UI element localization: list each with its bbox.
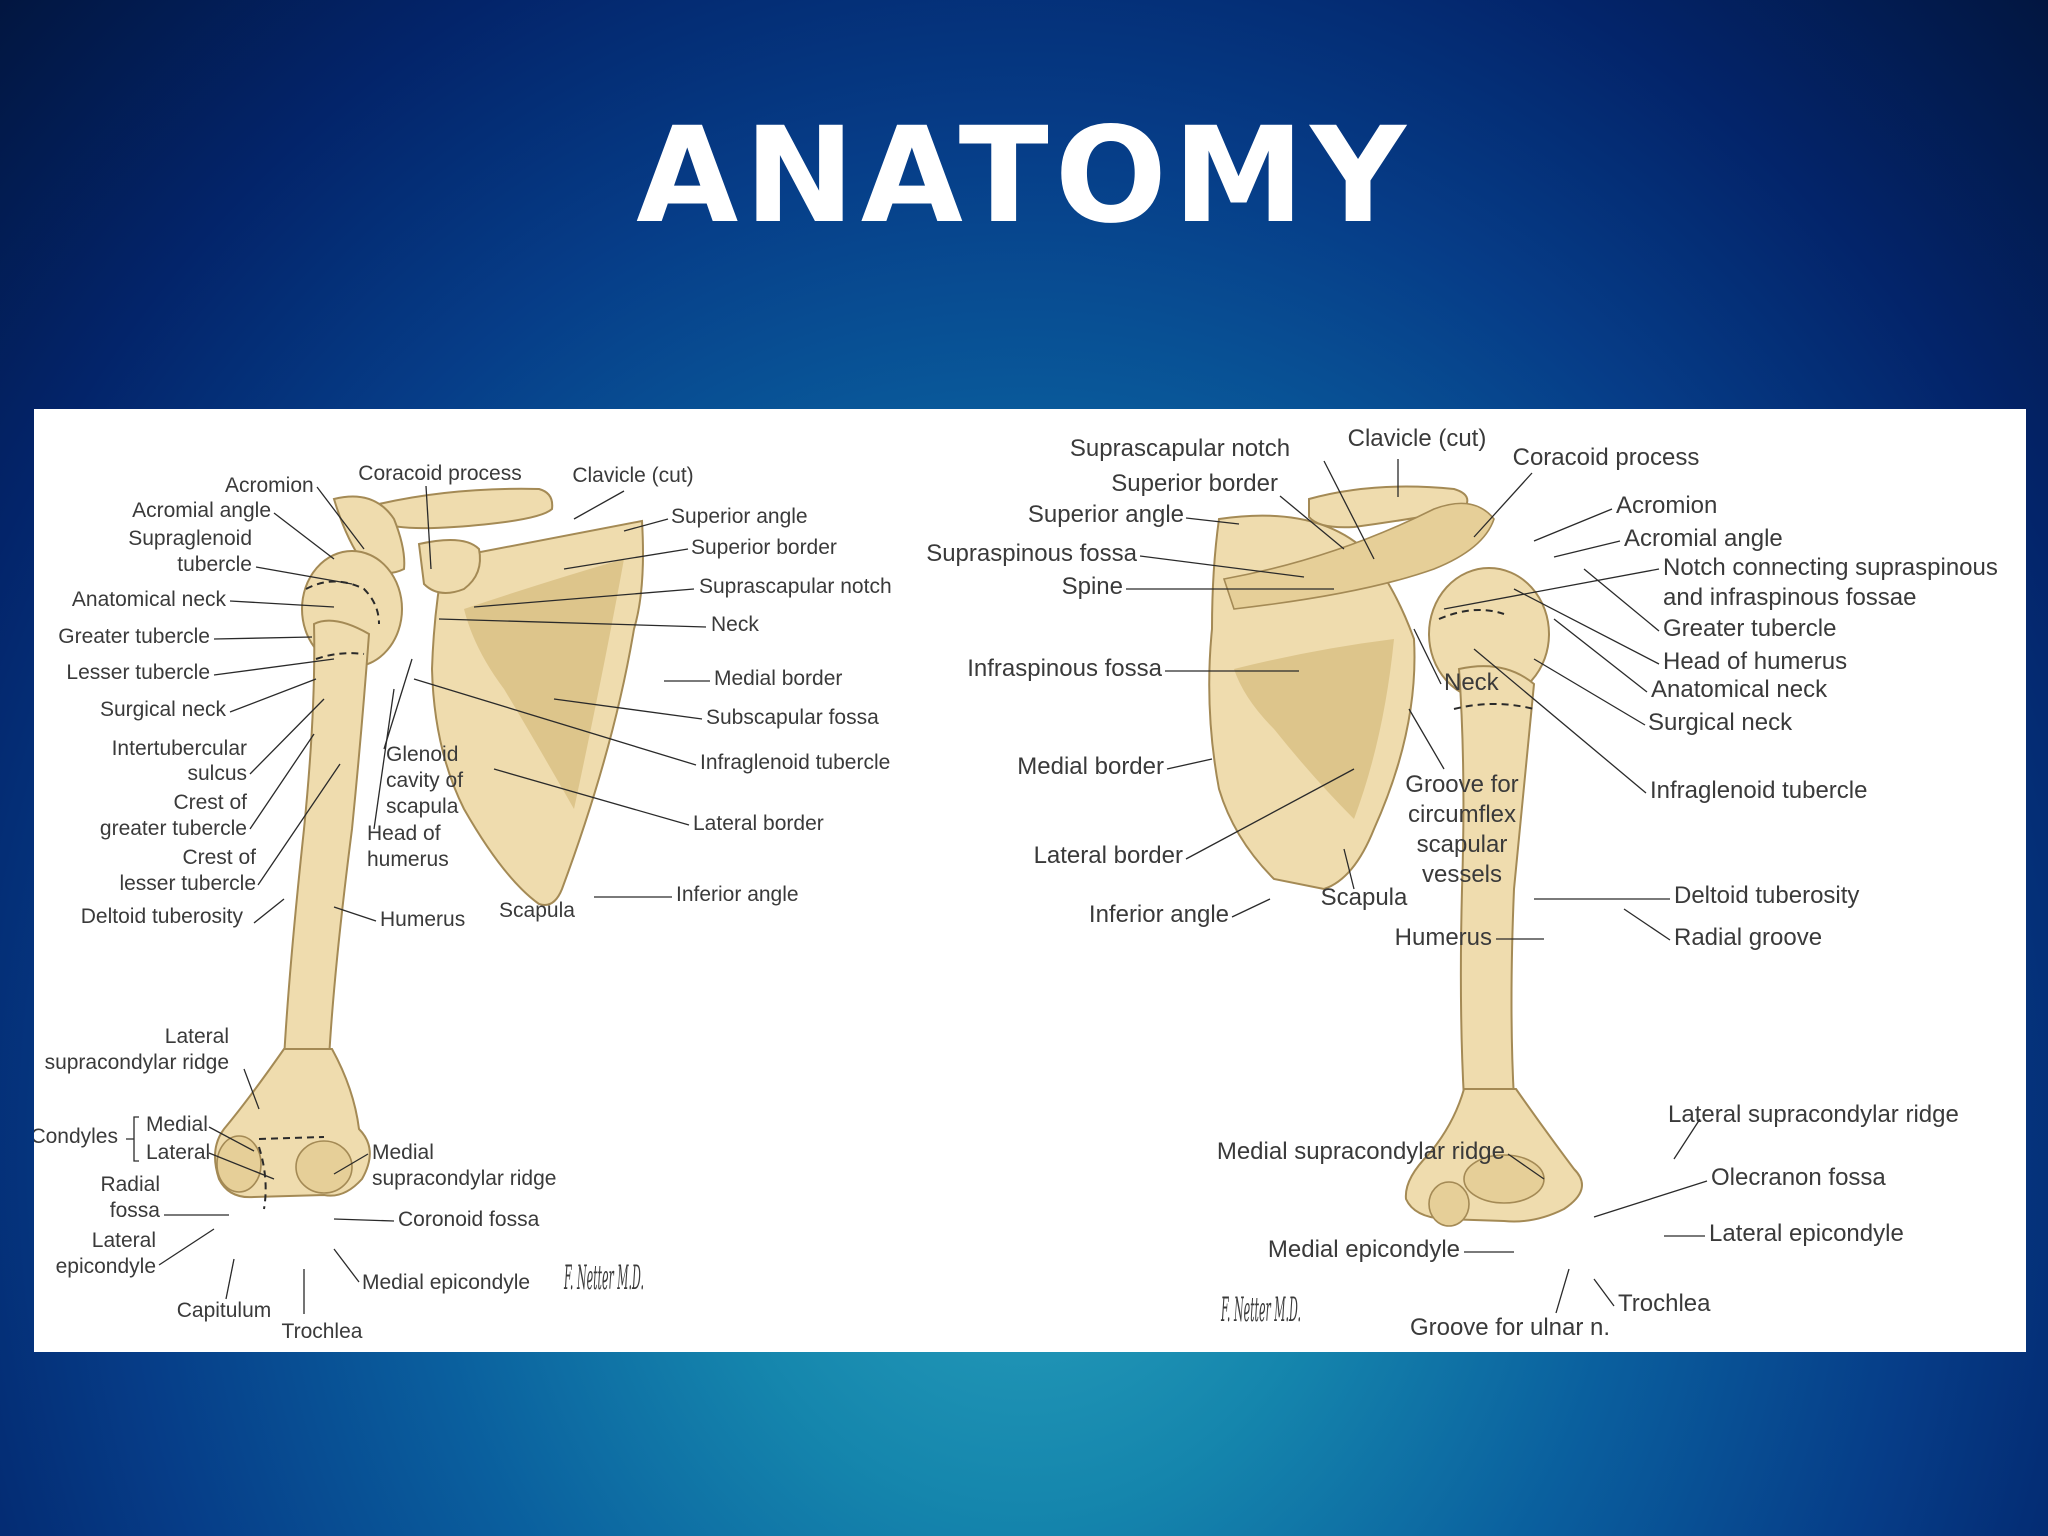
label-intertubercular: Intertubercular — [112, 737, 247, 760]
label-medial-border: Medial border — [714, 667, 842, 690]
label-epicondyle-lat: epicondyle — [56, 1255, 156, 1278]
label-capitulum: Capitulum — [177, 1299, 272, 1322]
label-subscapular-fossa: Subscapular fossa — [706, 706, 879, 729]
label-supracondylar-ridge-med: supracondylar ridge — [372, 1167, 556, 1190]
label-acromion: Acromion — [225, 474, 314, 497]
label-r-scapula: Scapula — [1321, 884, 1408, 911]
label-supraglenoid: Supraglenoid — [128, 527, 252, 550]
label-r-groove-for-ulnar-n: Groove for ulnar n. — [1410, 1314, 1610, 1341]
label-r-surgical-neck: Surgical neck — [1648, 709, 1793, 736]
netter-signature-left: F. Netter M.D. — [564, 1258, 644, 1298]
label-humerus: Humerus — [380, 908, 465, 931]
label-anatomical-neck: Anatomical neck — [72, 588, 227, 611]
label-crest-of-lesser: Crest of — [182, 846, 256, 869]
label-medial-ridge: Medial — [372, 1141, 434, 1164]
label-r-groove-for: Groove for — [1405, 771, 1518, 798]
label-r-acromion: Acromion — [1616, 492, 1717, 519]
label-clavicle-cut: Clavicle (cut) — [572, 464, 693, 487]
label-r-greater-tubercle: Greater tubercle — [1663, 615, 1836, 642]
posterior-view-leader-lines — [1126, 459, 1708, 1314]
label-radial: Radial — [100, 1173, 160, 1196]
anatomy-figure-panel: Acromion Acromial angle Supraglenoid tub… — [34, 409, 2026, 1352]
label-lesser-tubercle: Lesser tubercle — [66, 661, 210, 684]
label-r-superior-angle: Superior angle — [1028, 501, 1184, 528]
label-lateral-ridge: Lateral — [165, 1025, 229, 1048]
anatomy-illustration: Acromion Acromial angle Supraglenoid tub… — [34, 425, 1998, 1343]
label-crest-of-greater: Crest of — [173, 791, 247, 814]
label-scapula-glenoid: scapula — [386, 795, 459, 818]
label-r-head-of-humerus: Head of humerus — [1663, 648, 1847, 675]
label-superior-border: Superior border — [691, 536, 837, 559]
label-r-medial-border: Medial border — [1017, 753, 1164, 780]
label-r-vessels: vessels — [1422, 861, 1502, 888]
label-superior-angle: Superior angle — [671, 505, 808, 528]
label-r-medial-supracondylar-ridge: Medial supracondylar ridge — [1217, 1138, 1505, 1165]
label-r-olecranon-fossa: Olecranon fossa — [1711, 1164, 1886, 1191]
label-inferior-angle: Inferior angle — [676, 883, 799, 906]
label-r-superior-border: Superior border — [1111, 470, 1278, 497]
label-lateral-border: Lateral border — [693, 812, 824, 835]
label-condyles: Condyles — [34, 1125, 118, 1148]
label-greater-tubercle-crest: greater tubercle — [100, 817, 247, 840]
netter-signature-right: F. Netter M.D. — [1221, 1290, 1301, 1330]
label-r-infraglenoid-tubercle: Infraglenoid tubercle — [1650, 777, 1867, 804]
label-r-inferior-angle: Inferior angle — [1089, 901, 1229, 928]
label-trochlea: Trochlea — [282, 1320, 363, 1343]
label-head-of: Head of — [367, 822, 441, 845]
anterior-view-leader-lines — [158, 485, 710, 1314]
label-r-clavicle-cut: Clavicle (cut) — [1348, 425, 1487, 452]
label-glenoid: Glenoid — [386, 743, 458, 766]
label-greater-tubercle: Greater tubercle — [58, 625, 210, 648]
label-lateral-epi: Lateral — [92, 1229, 156, 1252]
label-suprascapular-notch: Suprascapular notch — [699, 575, 892, 598]
label-r-supraspinous-fossa: Supraspinous fossa — [926, 540, 1137, 567]
label-r-neck: Neck — [1444, 669, 1500, 696]
label-r-lateral-epicondyle: Lateral epicondyle — [1709, 1220, 1904, 1247]
label-r-lateral-supracondylar-ridge: Lateral supracondylar ridge — [1668, 1101, 1959, 1128]
slide-title: ANATOMY — [636, 99, 1412, 253]
label-r-circumflex: circumflex — [1408, 801, 1516, 828]
posterior-view-labels: Suprascapular notch Clavicle (cut) Corac… — [926, 425, 1998, 1341]
label-humerus-head: humerus — [367, 848, 449, 871]
label-neck: Neck — [711, 613, 759, 636]
label-r-scapular: scapular — [1417, 831, 1508, 858]
anterior-view-illustration — [214, 487, 644, 1210]
label-r-humerus: Humerus — [1395, 924, 1492, 951]
label-supraglenoid-tubercle: tubercle — [177, 553, 252, 576]
label-scapula: Scapula — [499, 899, 575, 922]
label-r-suprascapular-notch: Suprascapular notch — [1070, 435, 1290, 462]
label-infraglenoid-tubercle: Infraglenoid tubercle — [700, 751, 890, 774]
label-r-anatomical-neck: Anatomical neck — [1651, 676, 1828, 703]
anterior-view-labels: Acromion Acromial angle Supraglenoid tub… — [34, 462, 892, 1343]
label-r-coracoid-process: Coracoid process — [1513, 444, 1700, 471]
label-lesser-tubercle-crest: lesser tubercle — [119, 872, 256, 895]
label-r-medial-epicondyle: Medial epicondyle — [1268, 1236, 1460, 1263]
label-r-lateral-border: Lateral border — [1034, 842, 1183, 869]
label-r-spine: Spine — [1062, 573, 1123, 600]
label-acromial-angle: Acromial angle — [132, 499, 271, 522]
posterior-view-illustration — [1208, 485, 1583, 1227]
label-r-infraspinous-fossa: Infraspinous fossa — [967, 655, 1162, 682]
label-cavity-of: cavity of — [386, 769, 463, 792]
label-r-notch-connecting: Notch connecting supraspinous — [1663, 554, 1998, 581]
label-r-acromial-angle: Acromial angle — [1624, 525, 1783, 552]
label-condyle-lateral: Lateral — [146, 1141, 210, 1164]
label-deltoid-tuberosity: Deltoid tuberosity — [81, 905, 244, 928]
label-coronoid-fossa: Coronoid fossa — [398, 1208, 540, 1231]
label-medial-epicondyle: Medial epicondyle — [362, 1271, 530, 1294]
label-r-deltoid-tuberosity: Deltoid tuberosity — [1674, 882, 1859, 909]
label-condyle-medial: Medial — [146, 1113, 208, 1136]
label-r-trochlea: Trochlea — [1618, 1290, 1711, 1317]
label-supracondylar-ridge-lat: supracondylar ridge — [45, 1051, 229, 1074]
label-r-radial-groove: Radial groove — [1674, 924, 1822, 951]
label-radial-fossa: fossa — [110, 1199, 161, 1222]
label-coracoid-process: Coracoid process — [358, 462, 521, 485]
label-r-infraspinous-fossae: and infraspinous fossae — [1663, 584, 1917, 611]
label-surgical-neck: Surgical neck — [100, 698, 227, 721]
label-sulcus: sulcus — [187, 762, 247, 785]
